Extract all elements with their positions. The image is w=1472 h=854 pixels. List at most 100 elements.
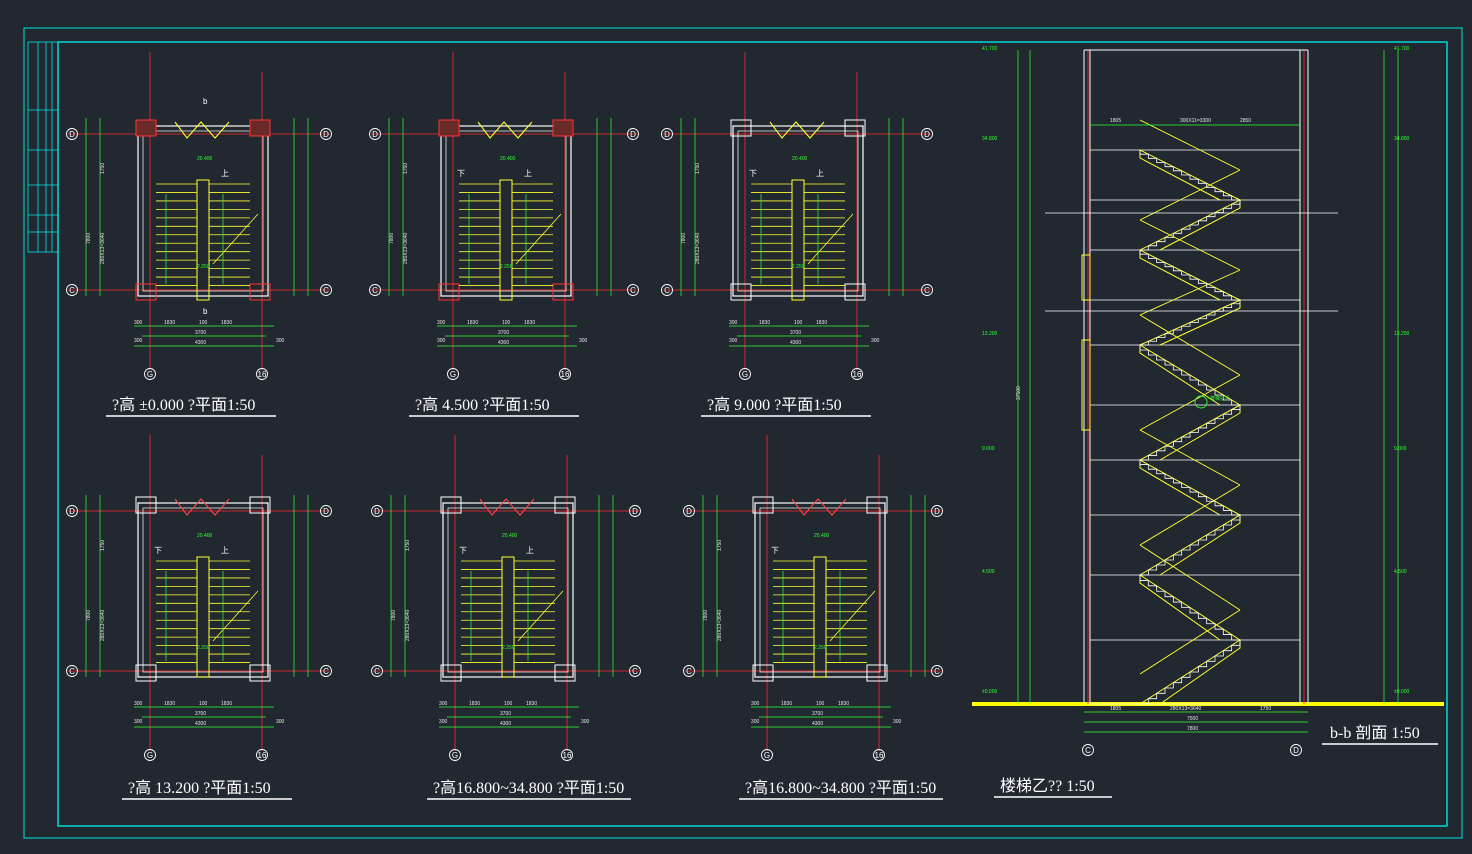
elev-right-34: 34.800 (1394, 136, 1410, 142)
grid-right-label: 16 (875, 751, 884, 760)
column (249, 664, 271, 682)
label-down: 下 (459, 546, 467, 555)
plan-title: ?高 4.500 ?平面1:50 (415, 396, 550, 414)
stair-wall-inner (737, 130, 859, 292)
grid-top-left-circle (66, 505, 78, 517)
grid-bottom-left-circle (66, 665, 78, 677)
break-line (515, 213, 562, 265)
dim-h-1830b: 1830 (221, 320, 232, 326)
column (249, 283, 271, 301)
elev-right: 13.200 (1394, 331, 1410, 337)
dim-h-1830b: 1830 (526, 701, 537, 707)
dim-v-mid: 280X13=3640 (405, 609, 411, 641)
dim-v-mid: 280X13=3640 (695, 232, 701, 264)
column (135, 496, 157, 514)
handrail-note: 楼梯扶手 (1210, 395, 1230, 402)
landing-elev-bottom: 2.250 (502, 645, 515, 651)
dim-h-100: 100 (199, 701, 208, 707)
grid-top-right-circle (320, 505, 332, 517)
outer-frame (23, 27, 1463, 839)
grid-bottom-right-label: C (934, 667, 940, 676)
dim-v-top: 1750 (100, 163, 106, 174)
dim-h-1830a: 1830 (467, 320, 478, 326)
grid-bottom-left-label: C (372, 286, 378, 295)
column (844, 119, 866, 137)
column (844, 283, 866, 301)
handrail (1139, 119, 1241, 171)
dim-h-300: 300 (751, 701, 760, 707)
grid-top-left-label: D (69, 130, 75, 139)
grid-top-left-label: D (374, 507, 380, 516)
handrail (1139, 269, 1241, 316)
landing-elev-top: 20.400 (500, 156, 516, 162)
dim-h-edge-right: 300 (871, 338, 880, 344)
section-dim-right: 1750 (1260, 706, 1271, 712)
stair-wall (137, 125, 269, 297)
stair-wall (440, 125, 572, 297)
landing-elev-top: 20.400 (792, 156, 808, 162)
column (438, 283, 460, 301)
stair-wall (732, 125, 864, 297)
dim-h-300: 300 (134, 701, 143, 707)
column (866, 496, 888, 514)
dim-h-1830a: 1830 (164, 320, 175, 326)
dim-h-edge: 300 (437, 338, 446, 344)
dim-h-3700: 3700 (498, 330, 509, 336)
plan-title: ?高16.800~34.800 ?平面1:50 (745, 779, 936, 797)
grid-top-right-circle (931, 505, 943, 517)
section-dim-overall: 7800 (1187, 726, 1198, 732)
door-swing (769, 121, 825, 139)
grid-left-label: G (147, 370, 153, 379)
grid-left-circle (144, 368, 156, 380)
break-line (517, 590, 564, 642)
dim-v-top: 1750 (717, 540, 723, 551)
column (440, 496, 462, 514)
section-mark-top: b (203, 97, 208, 106)
grid-left-circle (761, 749, 773, 761)
elev-left: ±0.000 (982, 689, 997, 695)
dim-v-total: 7800 (703, 610, 709, 621)
dim-v-top: 1750 (695, 163, 701, 174)
break-line (212, 213, 259, 265)
dim-h-300: 300 (729, 320, 738, 326)
grid-bottom-right-circle (921, 284, 933, 296)
grid-bottom-right-label: C (630, 286, 636, 295)
plan-title: ?高 9.000 ?平面1:50 (707, 396, 842, 414)
flight-steps (1140, 515, 1241, 576)
dim-v-top: 1750 (405, 540, 411, 551)
grid-top-right-circle (629, 505, 641, 517)
dim-h-edge-right: 300 (276, 338, 285, 344)
stair-well (791, 179, 805, 301)
flight-steps (1139, 460, 1240, 516)
column (866, 664, 888, 682)
landing-elev-bottom: 2.250 (500, 264, 513, 270)
grid-bottom-left-label: C (69, 286, 75, 295)
grid-left-circle (144, 749, 156, 761)
section-dim-total: 7500 (1187, 716, 1198, 722)
dim-v-total: 7800 (389, 233, 395, 244)
column (249, 119, 271, 137)
grid-bottom-right-circle (627, 284, 639, 296)
section-grid-c-label: C (1085, 746, 1091, 755)
dim-h-edge-right: 300 (579, 338, 588, 344)
dim-h-edge: 300 (751, 719, 760, 725)
flight-steps (1140, 405, 1241, 461)
dim-h-4300: 4300 (500, 721, 511, 727)
grid-top-right-circle (320, 128, 332, 140)
grid-top-right-circle (921, 128, 933, 140)
column (135, 119, 157, 137)
grid-top-left-circle (371, 505, 383, 517)
section-title: b-b 剖面 1:50 (1330, 724, 1420, 742)
dim-v-mid: 280X13=3640 (717, 609, 723, 641)
dim-h-1830b: 1830 (221, 701, 232, 707)
grid-right-circle (256, 749, 268, 761)
dim-h-3700: 3700 (812, 711, 823, 717)
handrail (1139, 169, 1241, 221)
section-dim-top-left: 1805 (1110, 118, 1121, 124)
